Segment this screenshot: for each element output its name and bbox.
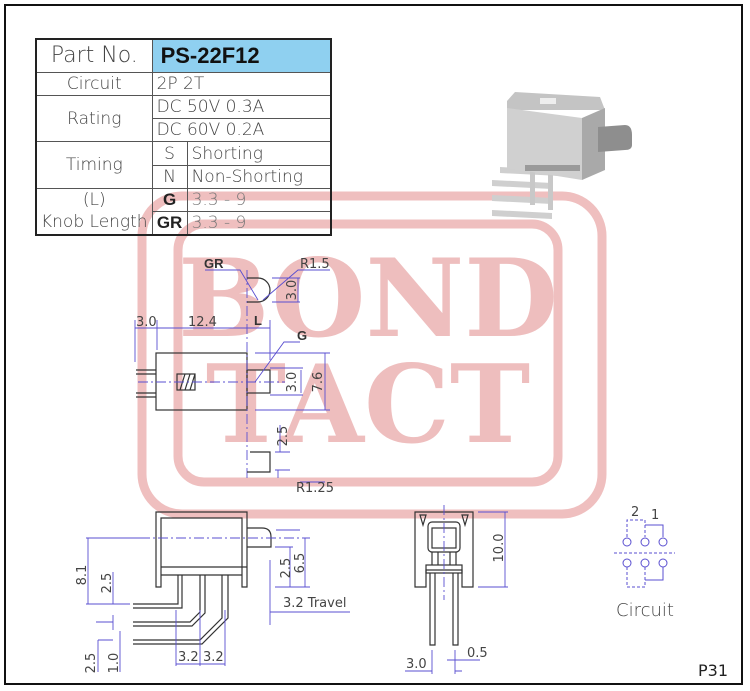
dim-1-0-label: 1.0 bbox=[107, 653, 122, 674]
pitch1-label: 3.2 bbox=[178, 650, 199, 665]
travel-label: 3.2 Travel bbox=[283, 596, 346, 611]
dim-12-4-label: 12.4 bbox=[188, 315, 217, 330]
height-label: 10.0 bbox=[492, 534, 507, 563]
page-frame bbox=[4, 4, 743, 685]
circuit-label: Circuit bbox=[35, 72, 153, 97]
timing-code: N bbox=[151, 164, 188, 189]
dim-2-5c-label: 2.5 bbox=[279, 558, 294, 579]
dim-3-0-label: 3.0 bbox=[406, 657, 427, 672]
timing-code: S bbox=[151, 141, 188, 166]
gr-label: GR bbox=[204, 256, 224, 271]
knob-row: GR 3.3 - 9 bbox=[36, 210, 332, 236]
dim-0-5-label: 0.5 bbox=[467, 646, 488, 661]
circuit-diagram: 2 1 Circuit bbox=[614, 505, 675, 621]
circuit-row: Circuit 2P 2T bbox=[35, 72, 332, 97]
knob-row: (L) Knob Length G 3.3 - 9 bbox=[35, 187, 332, 236]
dim-2-5-label: 2.5 bbox=[276, 426, 291, 447]
l-label: L bbox=[254, 313, 262, 328]
part-no-label: Part No. bbox=[35, 38, 153, 74]
part-no-row: Part No. PS-22F12 bbox=[35, 38, 332, 74]
top-view: GR R1.5 3.0 3.0 12.4 L G 3.0 7.6 2.5 R1.… bbox=[134, 256, 334, 496]
watermark-line2: TACT bbox=[206, 342, 531, 468]
rating-value: DC 50V 0.3A bbox=[151, 95, 332, 120]
timing-row: N Non-Shorting bbox=[36, 164, 332, 189]
knob-label: (L) Knob Length bbox=[35, 187, 153, 236]
knob-value: 3.3 - 9 bbox=[186, 187, 332, 212]
rating-row: Rating DC 50V 0.3A bbox=[35, 95, 332, 143]
spec-table: Part No. PS-22F12 Circuit 2P 2T Rating D… bbox=[35, 38, 332, 236]
rating-label: Rating bbox=[35, 95, 153, 143]
side-view: 8.1 2.5 2.5 1.0 3.2 3.2 2.5 6.5 3.2 Trav… bbox=[75, 511, 350, 674]
timing-value: Non-Shorting bbox=[186, 164, 332, 189]
product-render bbox=[492, 92, 632, 219]
g-label: G bbox=[297, 328, 307, 343]
knob-value: 3.3 - 9 bbox=[186, 210, 332, 236]
dim-8-1-label: 8.1 bbox=[75, 565, 90, 586]
timing-row: Timing S Shorting bbox=[35, 141, 332, 189]
r125-label: R1.25 bbox=[296, 481, 334, 496]
page-number: P31 bbox=[698, 661, 728, 680]
watermark: BOND TACT bbox=[137, 191, 607, 519]
pole-1-label: 1 bbox=[651, 508, 659, 523]
knob-label-bottom: Knob Length bbox=[41, 212, 148, 233]
circuit-value: 2P 2T bbox=[151, 72, 332, 97]
dim-6-5-label: 6.5 bbox=[293, 553, 308, 574]
knob-code: G bbox=[151, 187, 188, 212]
watermark-line1: BOND bbox=[178, 236, 558, 362]
circuit-caption: Circuit bbox=[616, 600, 674, 621]
knob-height-label: 3.0 bbox=[285, 372, 300, 393]
timing-label: Timing bbox=[35, 141, 153, 189]
dim-2-5a-label: 2.5 bbox=[100, 573, 115, 594]
r15-label: R1.5 bbox=[300, 257, 330, 272]
knob-code: GR bbox=[151, 210, 188, 236]
body-height-label: 7.6 bbox=[311, 372, 326, 393]
timing-value: Shorting bbox=[186, 141, 332, 166]
dim-2-5b-label: 2.5 bbox=[84, 653, 99, 674]
pitch2-label: 3.2 bbox=[203, 650, 224, 665]
gr-height-label: 3.0 bbox=[285, 280, 300, 301]
rating-value: DC 60V 0.2A bbox=[151, 118, 332, 143]
front-view: 10.0 3.0 0.5 bbox=[405, 505, 508, 674]
dim-3-0-label: 3.0 bbox=[136, 315, 157, 330]
part-no-value: PS-22F12 bbox=[151, 38, 332, 74]
knob-label-top: (L) bbox=[82, 190, 106, 211]
pole-2-label: 2 bbox=[631, 505, 639, 520]
